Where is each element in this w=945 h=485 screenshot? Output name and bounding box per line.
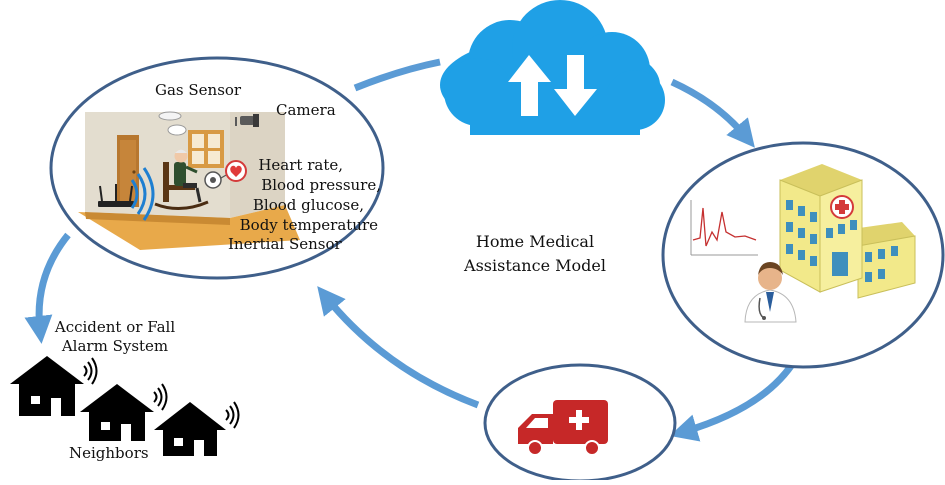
inertial-sensor-label: Inertial Sensor (228, 235, 342, 253)
gas-sensor-label: Gas Sensor (155, 81, 242, 99)
vitals-label-heart-rate: Heart rate, (258, 156, 343, 174)
ambulance-icon (518, 400, 608, 456)
arrow-home-to-alarm (24, 232, 71, 344)
arrow-hospital-to-ambulance (669, 358, 798, 442)
vitals-label-blood-glucose: Blood glucose, (252, 196, 364, 214)
arrow-cloud-to-hospital (670, 78, 755, 148)
center-label-line-2: Assistance Model (464, 256, 606, 275)
camera-label: Camera (276, 101, 336, 119)
vitals-label-blood-pressure: Blood pressure, (261, 176, 381, 194)
center-label-line-1: Home Medical (475, 232, 595, 251)
cloud-icon (440, 0, 665, 135)
house-icon-2 (80, 383, 168, 441)
alarm-label-line-2: Alarm System (61, 337, 169, 355)
house-icon-1 (10, 356, 98, 416)
house-icon-3 (154, 401, 240, 456)
home-ellipse (49, 56, 385, 280)
vitals-label-body-temperature: Body temperature (239, 216, 378, 234)
neighbors-label: Neighbors (69, 444, 149, 462)
hospital-ellipse (661, 141, 945, 369)
arrow-ambulance-to-home (317, 286, 480, 409)
arrow-home-to-cloud (353, 58, 441, 92)
ambulance-ellipse (483, 363, 677, 483)
alarm-label-line-1: Accident or Fall (54, 318, 176, 336)
